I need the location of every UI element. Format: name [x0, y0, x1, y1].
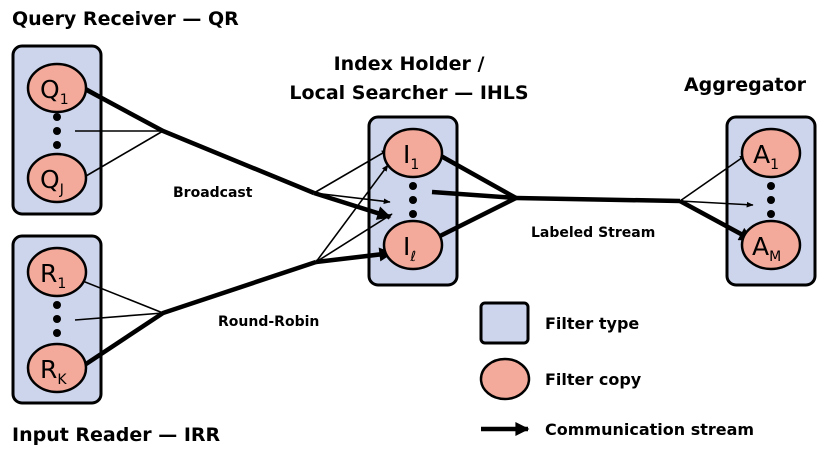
broadcast-arrow-to-dots: [313, 192, 391, 205]
ihls-stream-bottom: [430, 195, 518, 243]
legend-filter-copy-label: Filter copy: [545, 370, 642, 389]
ihls-ellipsis-dot-1: [409, 182, 417, 190]
irr-title: Input Reader — IRR: [12, 424, 221, 446]
legend-filter-copy-swatch: [479, 357, 531, 401]
i1-label: I1: [403, 140, 419, 173]
a1-node: [740, 127, 802, 179]
agg-ellipsis-dot-3: [767, 210, 775, 218]
ihls-stream-mid: [431, 189, 517, 201]
qj-label: QJ: [40, 165, 64, 198]
broadcast-label: Broadcast: [173, 185, 253, 201]
q1-label: Q1: [40, 75, 69, 108]
qr-title: Query Receiver — QR: [12, 8, 239, 30]
labeled-stream: [515, 195, 681, 204]
r1-node: [26, 246, 88, 298]
legend-filter-type-label: Filter type: [545, 314, 639, 333]
i1-node: [382, 127, 444, 179]
irr-thin-line-mid: [74, 312, 164, 321]
broadcast-stream: [81, 86, 315, 196]
round-robin-label: Round-Robin: [218, 314, 319, 330]
il-label: Iℓ: [403, 232, 416, 265]
round-robin-arrow-to-il: [315, 247, 394, 265]
round-robin-stream: [81, 259, 317, 368]
broadcast-arrow-to-i1: [313, 149, 389, 194]
agg-ellipsis-dot-2: [767, 196, 775, 204]
rk-label: RK: [40, 355, 67, 388]
ihls-stream-top: [430, 149, 518, 200]
r1-label: R1: [40, 259, 66, 292]
agg-ellipsis-dot-1: [767, 182, 775, 190]
am-node: [740, 219, 802, 271]
round-robin-arrow-to-dots: [315, 213, 393, 263]
labeled-arrow-to-a1: [679, 154, 747, 202]
qr-ellipsis-dot-1: [53, 113, 61, 121]
a1-label: A1: [753, 140, 779, 173]
am-label: AM: [752, 232, 781, 265]
qj-node: [26, 152, 88, 204]
irr-ellipsis-dot-1: [53, 301, 61, 309]
irr-ellipsis-dot-2: [53, 315, 61, 323]
ihls-ellipsis-dot-2: [409, 196, 417, 204]
legend-communication-stream-label: Communication stream: [545, 420, 754, 439]
irr-ellipsis-dot-3: [53, 329, 61, 337]
labeled-arrow-to-dots: [679, 200, 754, 208]
qr-thin-line-bottom: [85, 130, 164, 177]
labeled-arrow-to-am: [678, 199, 754, 242]
rk-node: [26, 342, 88, 394]
il-node: [382, 219, 444, 271]
labeled-stream-label: Labeled Stream: [531, 225, 655, 241]
ihls-title-line1: Index Holder /: [334, 53, 485, 75]
legend-filter-type-swatch: [479, 301, 530, 345]
ihls-ellipsis-dot-3: [409, 210, 417, 218]
round-robin-arrow-to-i1: [315, 164, 389, 263]
aggregator-title: Aggregator: [684, 74, 807, 96]
qr-ellipsis-dot-2: [53, 127, 61, 135]
broadcast-arrow-to-il: [313, 190, 392, 220]
qr-ellipsis-dot-3: [53, 141, 61, 149]
ihls-title-line2: Local Searcher — IHLS: [289, 82, 528, 104]
q1-node: [26, 62, 88, 114]
